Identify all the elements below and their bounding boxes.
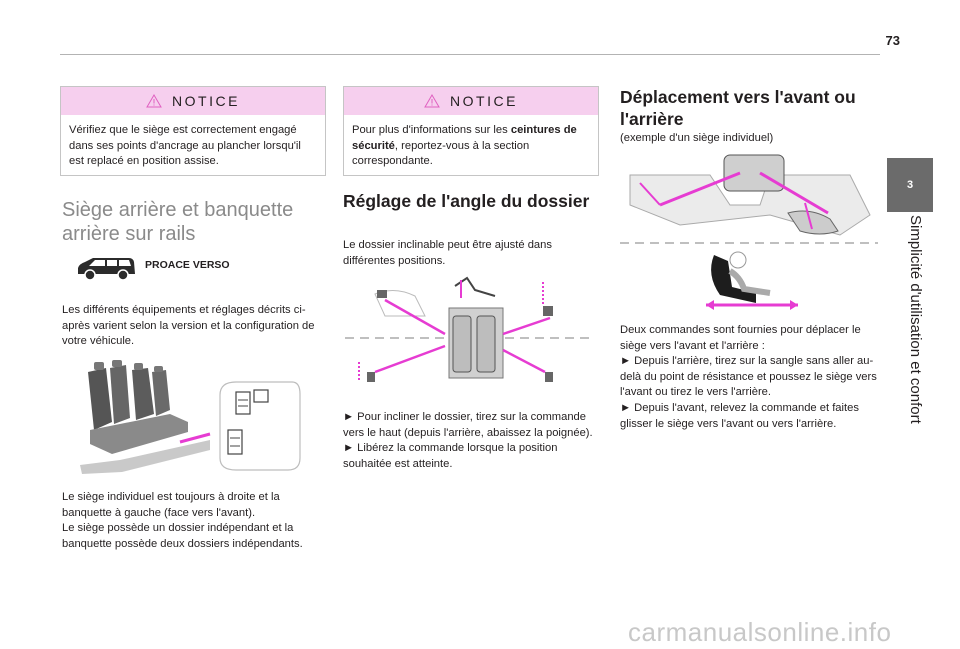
notice-header: NOTICE (344, 87, 598, 115)
page-number: 73 (885, 33, 900, 48)
notice-header: NOTICE (61, 87, 325, 115)
notice-label: NOTICE (450, 93, 518, 109)
warning-triangle-icon (146, 94, 162, 108)
intro-paragraph: Les différents équipements et réglages d… (62, 304, 315, 348)
seatbelts-link-text: ceintures de sécurité (352, 124, 577, 152)
move-seat-subheading: (exemple d'un siège individuel) (620, 132, 774, 144)
van-icon (78, 258, 135, 281)
watermark-text: carmanualsonline.info (628, 617, 892, 647)
seat-slide-illustration (620, 154, 878, 310)
notice-text: Pour plus d'informations sur les ceintur… (352, 124, 577, 167)
seat-description: Le siège individuel est toujours à droit… (62, 491, 303, 550)
backrest-intro: Le dossier inclinable peut être ajusté d… (343, 239, 552, 267)
notice-box-anchoring: NOTICE Vérifiez que le siège est correct… (60, 86, 326, 176)
backrest-instructions: ► Pour incliner le dossier, tirez sur la… (343, 411, 593, 470)
vehicle-label-row: PROACE VERSO (75, 255, 230, 283)
move-seat-instructions: Deux commandes sont fournies pour déplac… (620, 324, 877, 430)
notice-text: Vérifiez que le siège est correctement e… (69, 124, 301, 167)
seat-and-bench-illustration (80, 360, 301, 474)
notice-label: NOTICE (172, 93, 240, 109)
notice-box-seatbelts: NOTICE Pour plus d'informations sur les … (343, 86, 599, 176)
section-heading-backrest-angle: Réglage de l'angle du dossier (343, 191, 590, 211)
warning-triangle-icon (424, 94, 440, 108)
vehicle-name: PROACE VERSO (145, 259, 230, 271)
section-heading-move-seat: Déplacement vers l'avant ou l'arrière (620, 87, 856, 129)
backrest-recline-illustration (345, 276, 595, 382)
chapter-tab[interactable]: 3 (887, 158, 933, 212)
section-heading-rear-seat: Siège arrière et banquette arrière sur r… (62, 199, 294, 245)
chapter-title: Simplicité d'utilisation et confort (907, 215, 924, 424)
top-divider (60, 54, 880, 55)
